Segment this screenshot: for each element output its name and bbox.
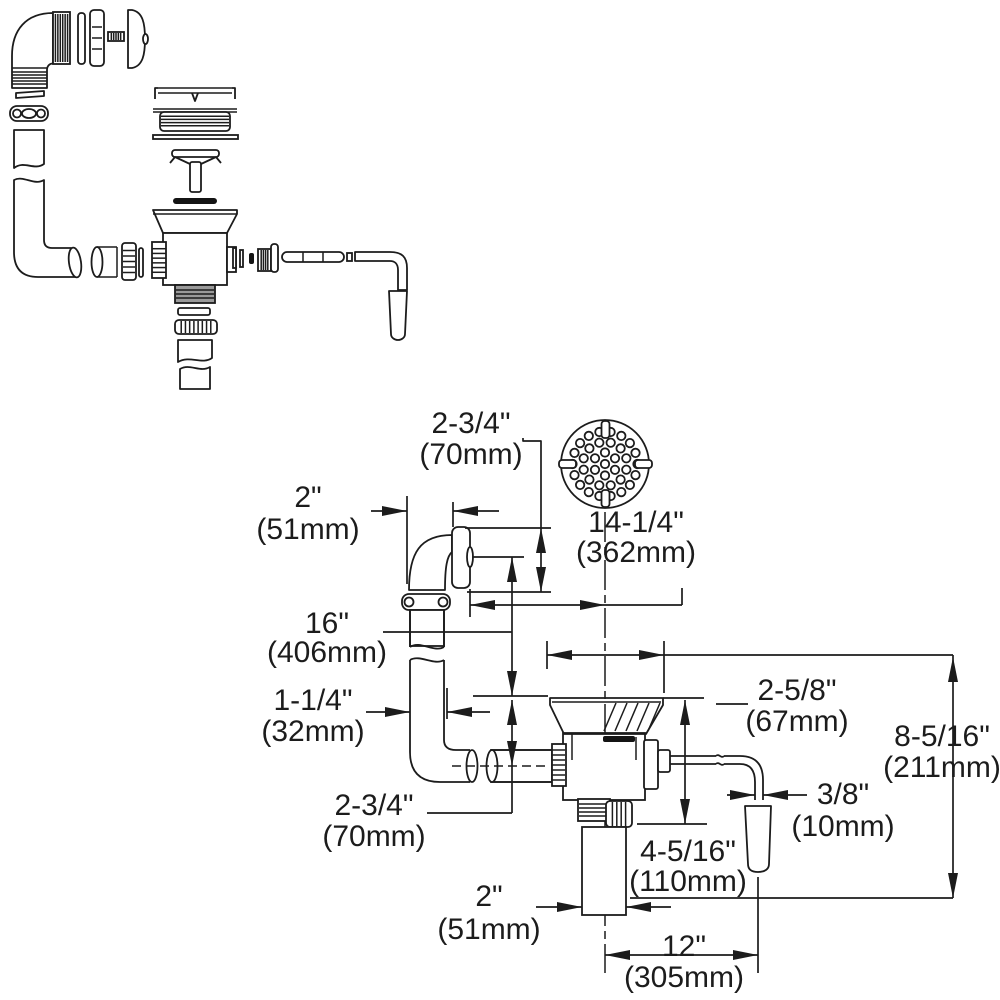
eared-flange	[9, 105, 49, 122]
dim-tube-length-mm: (406mm)	[267, 636, 387, 669]
dimension-labels: 2-3/4" (70mm) 2" (51mm) 14-1/4" (362mm) …	[256, 407, 1000, 994]
dim-overall-height-mm: (211mm)	[883, 751, 1000, 784]
tailpiece-dim	[581, 826, 627, 916]
dim-tube-od-mm: (32mm)	[261, 715, 364, 748]
dim-elbow-height-in: 2-3/4"	[431, 407, 510, 440]
lever-rod	[281, 251, 353, 263]
overflow-tube-long	[13, 177, 83, 279]
tailpipe-lower	[179, 366, 211, 390]
dim-overflow-to-drain-in: 14-1/4"	[588, 506, 684, 539]
dim-flange-radius-in: 2-5/8"	[757, 674, 836, 707]
dim-flange-inlet-in: 2-3/4"	[334, 789, 413, 822]
dim-flange-inlet-mm: (70mm)	[322, 820, 425, 853]
lever-washers	[232, 247, 254, 269]
dim-overall-height-in: 8-5/16"	[894, 720, 990, 753]
tailpipe-upper	[177, 339, 213, 363]
dim-elbow-od-mm: (51mm)	[256, 513, 359, 546]
dim-tube-od-in: 1-1/4"	[273, 684, 352, 717]
exploded-view	[9, 9, 408, 390]
threaded-basket	[153, 108, 237, 132]
basket-stopper	[169, 149, 222, 193]
dim-elbow-height-mm: (70mm)	[419, 438, 522, 471]
pipe-segment	[90, 246, 118, 278]
dim-body-depth-mm: (110mm)	[629, 865, 747, 898]
dim-elbow-od-in: 2"	[294, 481, 321, 514]
overflow-tube-dim	[409, 609, 553, 783]
overflow-elbow	[11, 11, 71, 89]
overflow-plate	[89, 9, 105, 67]
overflow-gasket	[77, 12, 86, 65]
overflow-elbow-dim	[401, 526, 474, 611]
dim-tailpiece-od-mm: (51mm)	[437, 913, 540, 946]
strainer-plate-side	[154, 87, 236, 102]
dim-rod-od-in: 3/8"	[817, 778, 869, 811]
dim-rod-od-mm: (10mm)	[791, 810, 894, 843]
lever-handle-exploded	[354, 251, 408, 341]
drain-body-exploded	[151, 209, 238, 304]
dim-body-depth-in: 4-5/16"	[640, 835, 736, 868]
lever-handle-dim	[670, 754, 772, 873]
tailpiece-washer	[177, 307, 211, 316]
thin-washer	[138, 247, 144, 278]
dimension-lines	[366, 438, 958, 973]
dim-center-handle-mm: (305mm)	[624, 961, 744, 994]
strainer-grid-face	[558, 419, 653, 509]
rubber-gasket	[173, 198, 217, 204]
slotted-coupling-nut	[121, 242, 137, 281]
dim-flange-radius-mm: (67mm)	[745, 705, 848, 738]
overflow-tube-short	[13, 129, 45, 169]
slip-nut	[174, 319, 218, 335]
dim-tailpiece-od-in: 2"	[475, 880, 502, 913]
overflow-screw-knob	[107, 9, 149, 69]
drain-body-dim	[549, 697, 671, 828]
dimensioned-drawing: 2-3/4" (70mm) 2" (51mm) 14-1/4" (362mm) …	[256, 407, 1000, 994]
packing-nut	[257, 243, 279, 273]
dim-tube-length-in: 16"	[305, 607, 349, 640]
dim-center-handle-in: 12"	[662, 930, 706, 963]
flat-gasket-ring	[152, 134, 239, 140]
flat-gasket	[15, 90, 45, 99]
dim-overflow-to-drain-mm: (362mm)	[576, 536, 696, 569]
